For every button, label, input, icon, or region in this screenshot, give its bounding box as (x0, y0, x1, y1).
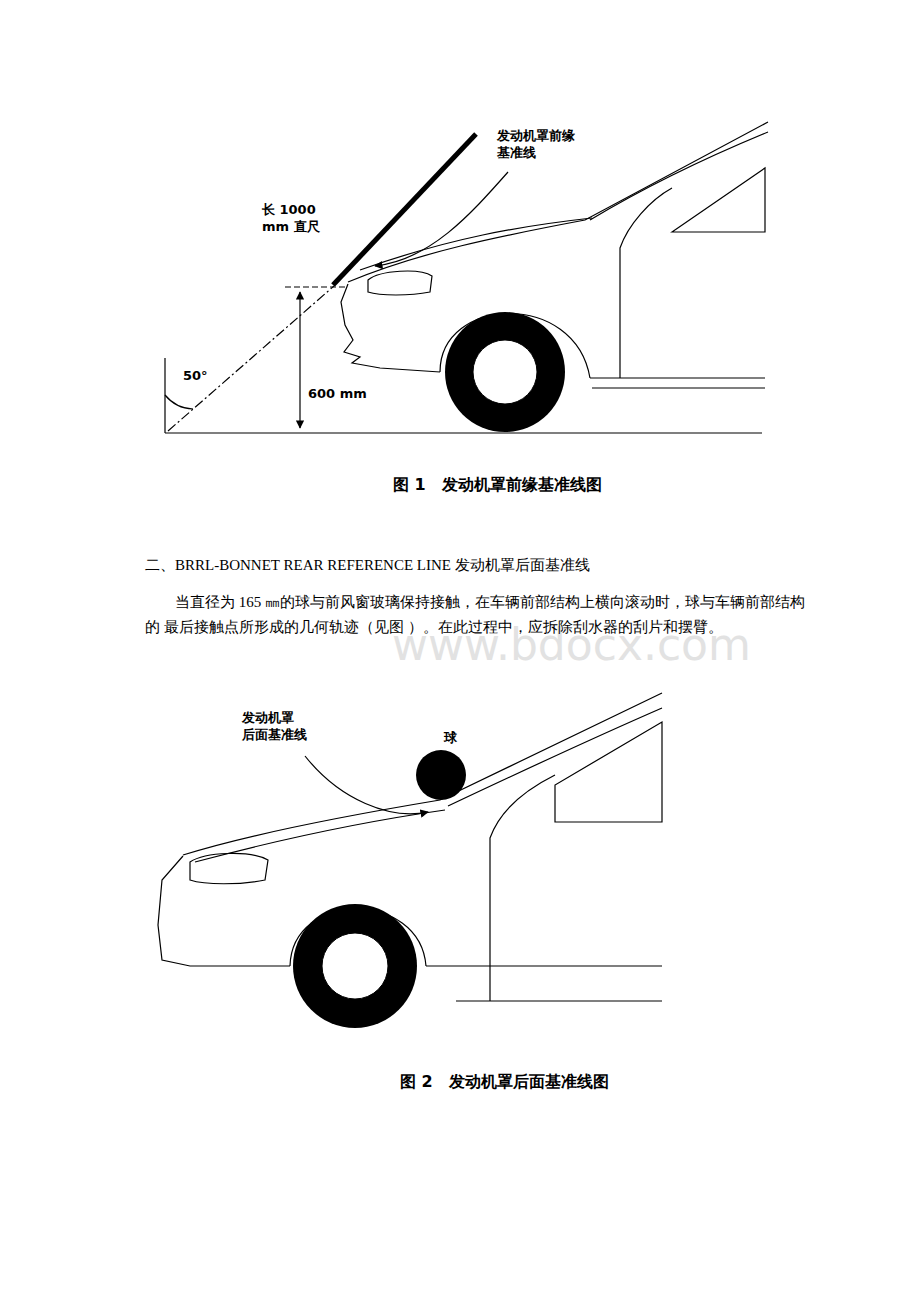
wheel (293, 904, 417, 1028)
front-fascia (341, 284, 440, 372)
ruler (333, 134, 476, 285)
hub (473, 340, 537, 404)
part-label: 长 1000 mm 直尺 (262, 202, 342, 236)
leader-line (305, 756, 428, 814)
ruler-extension (168, 286, 334, 431)
ground-line (165, 432, 762, 433)
front-fascia (158, 856, 290, 966)
rocker (426, 966, 662, 1001)
door-line (620, 188, 672, 378)
figure-caption: 图 1 发动机罩前缘基准线图 (393, 475, 713, 496)
ball (416, 750, 466, 800)
side-window (555, 722, 662, 822)
figure-1-car (165, 122, 768, 433)
headlight (190, 853, 268, 883)
dimension-label: 600 mm (308, 386, 378, 403)
windshield-inner (590, 132, 768, 220)
headlight (368, 271, 432, 295)
hub (322, 933, 388, 999)
side-window (672, 168, 765, 232)
section-heading: 二、BRRL-BONNET REAR REFERENCE LINE 发动机罩后面… (145, 556, 825, 576)
dimension-arrow (299, 292, 300, 428)
wheel (445, 312, 565, 432)
figure-caption: 图 2 发动机罩后面基准线图 (400, 1072, 720, 1093)
part-label: 发动机罩 后面基准线 (242, 710, 308, 744)
height-line (285, 286, 346, 287)
hood-crease (195, 810, 445, 862)
body-paragraph: 当直径为 165 ㎜的球与前风窗玻璃保持接触，在车辆前部结构上横向滚动时，球与车… (145, 590, 805, 640)
angle-label: 50° (183, 368, 223, 385)
hood-windshield (183, 693, 662, 855)
part-label: 球 (444, 730, 464, 747)
part-label: 发动机罩前缘 基准线 (497, 128, 589, 162)
door-line (490, 775, 555, 1001)
angle-arc (165, 395, 193, 409)
rocker (590, 378, 765, 388)
